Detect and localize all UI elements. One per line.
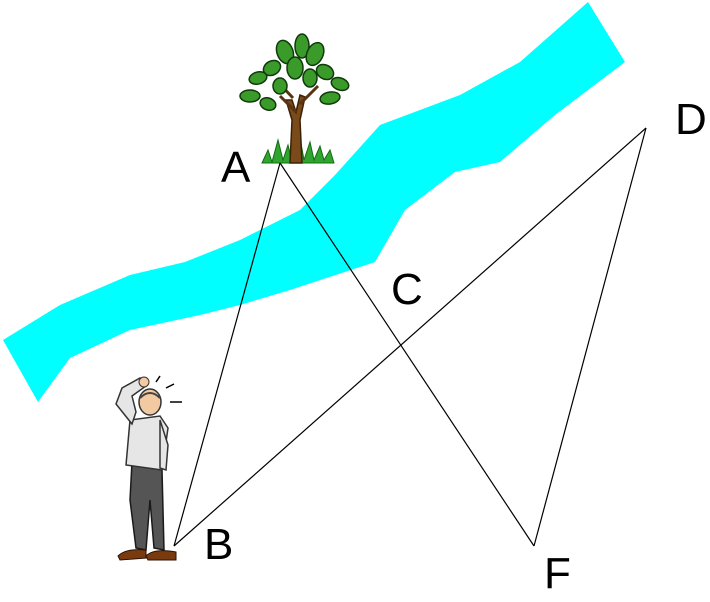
segment-ab — [173, 162, 281, 547]
label-a: A — [221, 143, 251, 192]
geometry-lines — [173, 127, 647, 547]
label-b: B — [204, 520, 233, 569]
tree-icon — [239, 33, 350, 164]
river-band — [3, 2, 625, 402]
segment-df — [533, 127, 647, 547]
label-f: F — [544, 549, 571, 598]
segment-af — [279, 162, 535, 547]
label-d: D — [675, 95, 707, 144]
segment-bd — [173, 127, 647, 547]
person-scratching-head-icon — [115, 375, 182, 561]
label-c: C — [391, 265, 423, 314]
